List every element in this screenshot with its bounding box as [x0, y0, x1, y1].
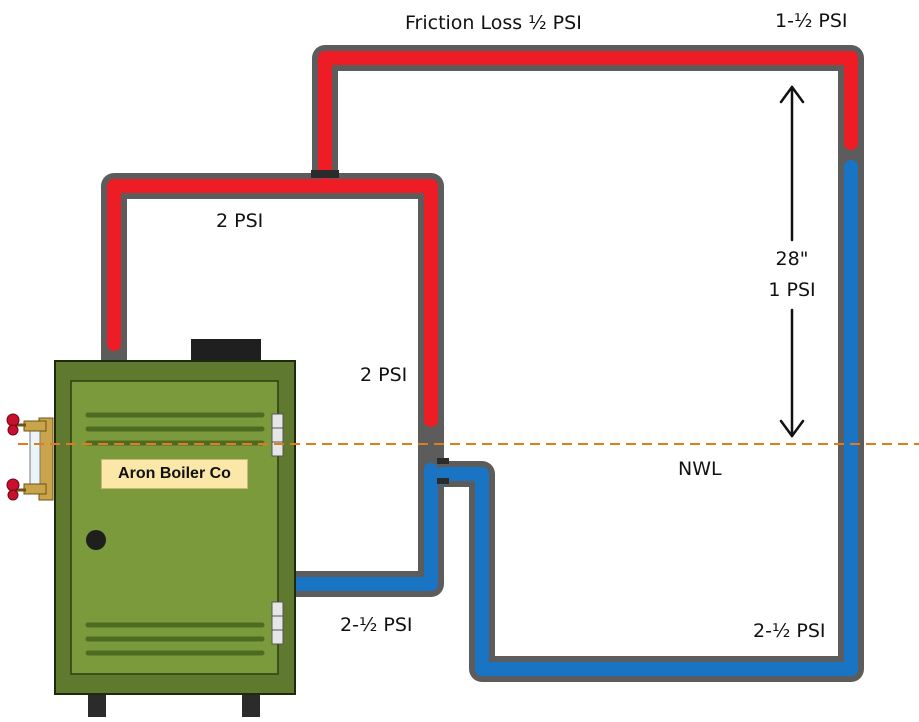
return-header-casing	[293, 455, 444, 597]
supply-main	[107, 179, 438, 427]
supply-to-loop	[318, 51, 858, 179]
boiler-leg-right	[242, 692, 260, 717]
supply-lines	[107, 51, 858, 427]
boiler-leg-left	[88, 692, 106, 717]
valve-icon-top	[6, 413, 26, 436]
smoke-outlet	[191, 339, 261, 363]
height-label: 28"	[775, 248, 809, 270]
gauge-glass-assembly	[6, 413, 54, 501]
hartford-fitting-low	[437, 478, 449, 484]
upper-left-pressure-label: 2 PSI	[216, 210, 264, 232]
valve-icon-bottom	[6, 478, 26, 501]
return-lines	[292, 160, 858, 676]
door-hinge-bottom	[271, 601, 284, 645]
door-hinge-top	[271, 413, 284, 457]
gauge-glass	[29, 429, 41, 487]
boiler-door	[70, 380, 279, 675]
hartford-fitting	[437, 458, 449, 464]
double-headed-arrow-icon	[779, 85, 805, 438]
sight-hole	[86, 530, 106, 550]
height-pressure-label: 1 PSI	[768, 279, 816, 301]
boiler	[54, 339, 296, 717]
return-header	[292, 463, 438, 591]
return-left-pressure-label: 2-½ PSI	[340, 614, 413, 636]
top-right-pressure-label: 1-½ PSI	[775, 10, 848, 32]
return-loop	[436, 160, 858, 676]
riser-pressure-label: 2 PSI	[360, 364, 408, 386]
return-right-pressure-label: 2-½ PSI	[753, 620, 826, 642]
louvers-bottom	[85, 622, 265, 656]
friction-loss-label: Friction Loss ½ PSI	[405, 12, 582, 34]
nwl-label: NWL	[678, 458, 722, 480]
boiler-nameplate: Aron Boiler Co	[101, 459, 248, 489]
tee-fitting-top	[311, 170, 339, 178]
